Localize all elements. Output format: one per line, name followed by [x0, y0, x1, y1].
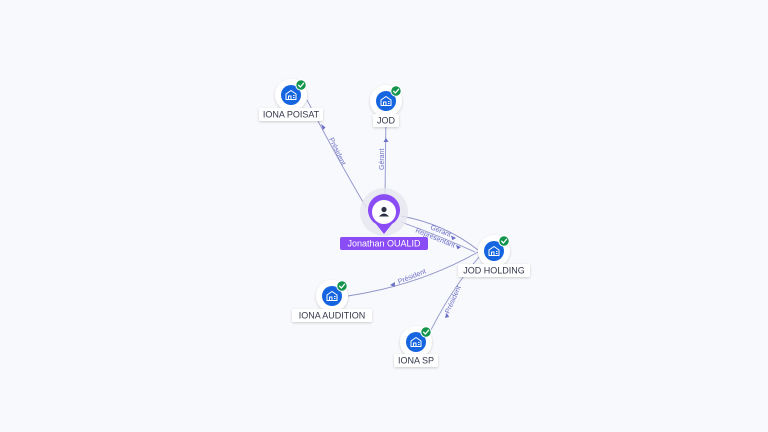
edge-line	[400, 221, 476, 253]
edge-arrow-icon	[451, 235, 456, 241]
company-name: JOD	[377, 116, 396, 126]
edge-arrow-icon	[456, 245, 461, 250]
company-node-jod[interactable]: JOD	[370, 85, 402, 127]
edge-label-president-poisat: Président	[327, 137, 346, 167]
edge-arrow-icon	[321, 124, 326, 130]
verified-check-icon	[420, 326, 432, 338]
building-icon	[380, 96, 392, 106]
verified-check-icon	[295, 79, 307, 91]
company-label-box	[373, 114, 399, 127]
edge-line	[347, 251, 479, 297]
person-name: Jonathan OUALID	[347, 239, 421, 249]
company-name: IONA POISAT	[263, 110, 320, 120]
edge-label-president-sp: Président	[444, 285, 462, 315]
verified-check-icon	[336, 280, 348, 292]
company-node-iona-audition[interactable]: IONA AUDITION	[292, 280, 372, 322]
company-node-iona-sp[interactable]: IONA SP	[394, 326, 438, 367]
company-name: JOD HOLDING	[463, 266, 525, 276]
edge-line	[400, 215, 479, 251]
edge-label-gerant-jod: Gérant	[379, 149, 386, 170]
verified-check-icon	[498, 235, 510, 247]
company-node-iona-poisat[interactable]: IONA POISAT	[259, 79, 323, 121]
edge-arrow-icon	[383, 138, 389, 142]
company-label-box	[292, 309, 372, 322]
company-name: IONA SP	[398, 356, 434, 366]
edge-arrow-icon	[445, 312, 450, 318]
building-icon	[326, 291, 338, 301]
person-icon	[379, 206, 389, 217]
company-name: IONA AUDITION	[299, 311, 366, 321]
building-icon	[410, 337, 422, 347]
person-label-box	[340, 237, 428, 250]
person-node[interactable]: Jonathan OUALID	[340, 188, 428, 250]
company-label-box	[458, 264, 530, 277]
company-node-jod-holding[interactable]: JOD HOLDING	[458, 235, 530, 277]
building-icon	[488, 246, 500, 256]
building-icon	[285, 90, 297, 100]
verified-check-icon	[390, 85, 402, 97]
edge-arrow-icon	[390, 282, 395, 287]
company-label-box	[394, 354, 438, 367]
company-label-box	[259, 108, 323, 121]
